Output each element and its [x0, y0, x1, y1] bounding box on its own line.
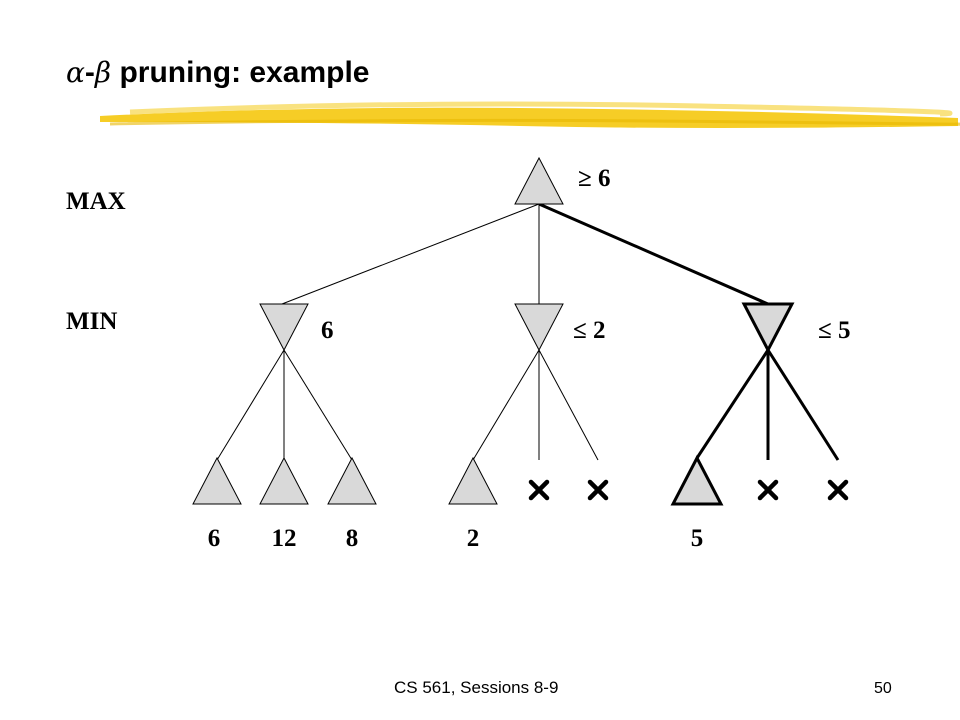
alpha-symbol: α [66, 56, 85, 89]
cross-icon [757, 479, 779, 501]
title-text: pruning: example [111, 56, 370, 89]
leaf-value-1: 6 [207, 525, 221, 552]
beta-symbol: β [94, 56, 112, 89]
edge-min2-pruned2 [538, 349, 599, 461]
edge-min3-pruned4 [766, 349, 840, 461]
edge-min3-leaf5 [695, 349, 770, 459]
leaf-value-4: 2 [466, 525, 480, 552]
level-label-min: MIN [66, 308, 118, 335]
title-highlight [100, 101, 960, 128]
min-node-1 [259, 303, 309, 352]
leaf-value-3: 8 [345, 525, 359, 552]
level-label-max: MAX [66, 188, 126, 215]
title-dash: - [84, 56, 95, 89]
edge-root-min1 [281, 203, 540, 305]
root-value: ≥ 6 [578, 165, 611, 192]
min-value-2: ≤ 2 [573, 317, 606, 344]
max-node-root [514, 156, 564, 205]
edge-root-min3 [538, 202, 769, 306]
cross-icon [827, 479, 849, 501]
edge-min2-leaf4 [472, 349, 540, 461]
leaf-node-1 [192, 456, 242, 505]
min-node-3 [741, 302, 795, 354]
edge-min1-leaf1 [216, 349, 285, 461]
leaf-node-4 [448, 456, 498, 505]
cross-icon [528, 479, 550, 501]
leaf-value-2: 12 [271, 525, 297, 552]
min-node-2 [514, 303, 564, 352]
min-value-1: 6 [321, 317, 334, 344]
leaf-node-2 [259, 456, 309, 505]
leaf-node-5 [670, 454, 724, 506]
edge-min1-leaf3 [283, 349, 353, 461]
leaf-node-3 [327, 456, 377, 505]
cross-icon [587, 479, 609, 501]
page-number: 50 [874, 680, 892, 697]
leaf-value-5: 5 [690, 525, 704, 552]
slide-title: α-β pruning: example [66, 56, 369, 90]
min-value-3: ≤ 5 [818, 317, 851, 344]
footer-text: CS 561, Sessions 8-9 [394, 678, 559, 697]
